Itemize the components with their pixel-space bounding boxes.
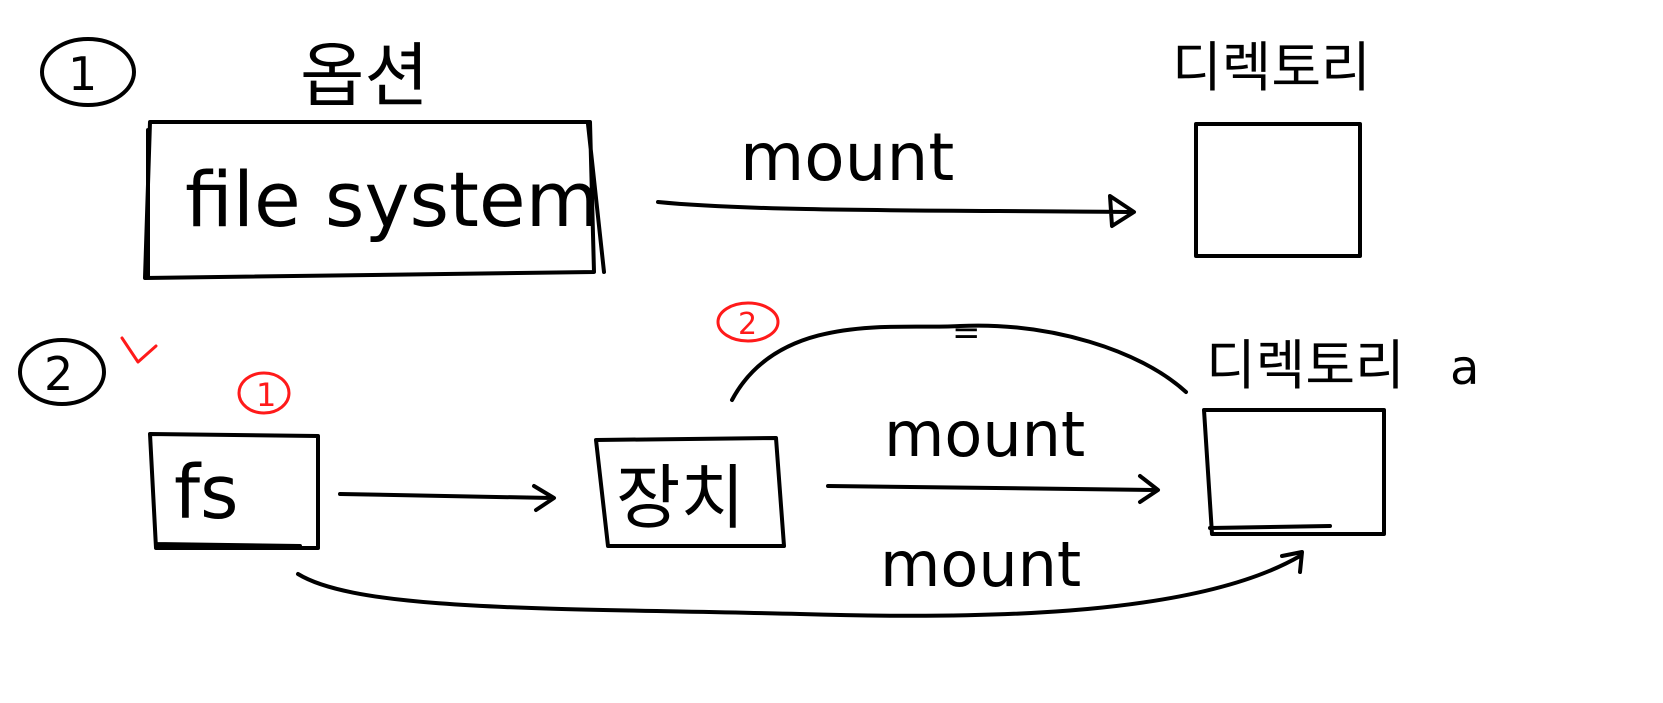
device-box-text: 장치 [616, 457, 745, 539]
fs-box [148, 432, 320, 550]
device-directory-equal-arc [730, 323, 1188, 402]
section-1: 1 옵션 file system mount 디렉토리 [40, 35, 1371, 280]
step-2-marker-circle [716, 301, 780, 343]
check-mark-icon [120, 336, 158, 364]
directory-label-2-suffix: a [1450, 340, 1479, 396]
step-2-marker: 2 [738, 307, 757, 342]
fs-to-device-arrow [338, 484, 556, 512]
directory-label-1: 디렉토리 [1172, 36, 1371, 99]
section-2: 2 1 2 fs 장치 = mount 디렉토리 a mount [18, 301, 1479, 618]
mount-label-1: mount [740, 119, 954, 196]
mount-label-2-lower: mount [880, 528, 1081, 601]
device-box [594, 436, 786, 548]
device-to-directory-mount-arrow [826, 474, 1160, 504]
equal-sign: = [952, 313, 981, 353]
fs-to-directory-mount-arrow [296, 550, 1304, 618]
step-1-marker: 1 [256, 376, 276, 414]
mount-label-2-upper: mount [884, 398, 1085, 471]
directory-box-2 [1202, 408, 1386, 536]
file-system-box-text: file system [185, 155, 600, 244]
option-label: 옵션 [300, 35, 429, 117]
mount-arrow-1 [656, 194, 1136, 228]
fs-box-text: fs [174, 450, 239, 536]
step-1-marker-circle [237, 371, 291, 415]
section-2-marker: 2 [44, 347, 73, 401]
section-1-marker: 1 [68, 47, 97, 101]
section-1-marker-circle [40, 37, 136, 107]
section-2-marker-circle [18, 338, 106, 406]
directory-box-1 [1194, 122, 1362, 258]
directory-label-2: 디렉토리 [1206, 334, 1405, 397]
file-system-box [143, 120, 606, 280]
